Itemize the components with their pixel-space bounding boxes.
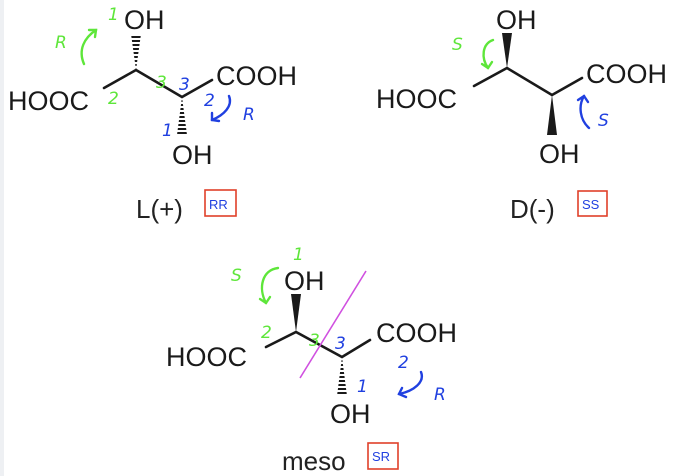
bottom-hydroxyl: OH [539, 139, 580, 169]
blue-priority-2: 2 [398, 353, 409, 373]
right-group: COOH [376, 318, 457, 348]
molecule-l-tartaric: HOOC COOH OH OH L(+) RR 1 R 2 3 3 2 1 R [8, 5, 297, 224]
blue-priority-3: 3 [335, 334, 346, 354]
arrowhead-icon [397, 386, 408, 399]
config-box [367, 442, 399, 470]
arrowhead-icon [210, 111, 221, 123]
green-descriptor: S [452, 35, 463, 55]
bottom-hydroxyl: OH [330, 399, 371, 429]
blue-priority-2: 2 [204, 91, 215, 111]
molecule-meso-tartaric: HOOC COOH OH OH meso SR 1 S 2 3 3 2 1 R [166, 245, 457, 476]
isomer-name: L(+) [136, 194, 183, 224]
blue-rotation-arrow [210, 94, 232, 122]
solid-wedge-bond [547, 95, 557, 135]
arrowhead-icon [480, 60, 494, 70]
left-group: HOOC [8, 86, 89, 116]
green-rotation-arrow [260, 266, 280, 305]
config-box [577, 190, 608, 217]
blue-priority-3: 3 [179, 75, 190, 95]
isomer-name: D(-) [510, 194, 555, 224]
green-priority-3: 3 [309, 331, 320, 351]
green-descriptor: S [231, 266, 242, 286]
hashed-wedge-bond [131, 34, 141, 70]
top-hydroxyl: OH [124, 5, 165, 35]
mirror-plane-line [299, 270, 367, 379]
molecule-d-tartaric: HOOC COOH OH OH D(-) SS S S [376, 5, 667, 224]
green-priority-3: 3 [156, 73, 167, 93]
config-label: RR [209, 197, 228, 212]
carbon-backbone [102, 68, 214, 99]
blue-descriptor: S [598, 111, 609, 131]
arrowhead-icon [87, 28, 98, 39]
blue-rotation-arrow [579, 94, 591, 130]
arrowhead-icon [258, 295, 272, 305]
green-rotation-arrow [482, 38, 495, 70]
green-priority-1: 1 [108, 5, 119, 25]
left-group: HOOC [166, 342, 247, 372]
bottom-hydroxyl: OH [172, 140, 213, 170]
blue-descriptor: R [243, 105, 255, 125]
blue-priority-1: 1 [162, 121, 173, 141]
right-group: COOH [216, 61, 297, 91]
solid-wedge-bond [291, 294, 301, 332]
top-hydroxyl: OH [284, 266, 325, 296]
config-label: SS [582, 197, 600, 212]
config-label: SR [372, 449, 390, 464]
blue-rotation-arrow [397, 370, 424, 396]
left-group: HOOC [376, 84, 457, 114]
solid-wedge-bond [502, 33, 512, 68]
hashed-wedge-bond [177, 97, 187, 135]
isomer-name: meso [282, 446, 346, 476]
hashed-wedge-bond [337, 357, 347, 396]
blue-priority-1: 1 [357, 377, 368, 397]
config-box [204, 189, 237, 217]
carbon-backbone [472, 66, 584, 97]
right-group: COOH [586, 59, 667, 89]
carbon-backbone [264, 330, 372, 359]
green-descriptor: R [55, 33, 67, 53]
arrowhead-icon [576, 94, 590, 104]
blue-descriptor: R [434, 385, 446, 405]
green-rotation-arrow [80, 28, 98, 66]
green-priority-2: 2 [108, 89, 119, 109]
green-priority-1: 1 [293, 245, 304, 265]
top-hydroxyl: OH [496, 5, 537, 35]
green-priority-2: 2 [261, 323, 272, 343]
left-border [0, 0, 4, 476]
